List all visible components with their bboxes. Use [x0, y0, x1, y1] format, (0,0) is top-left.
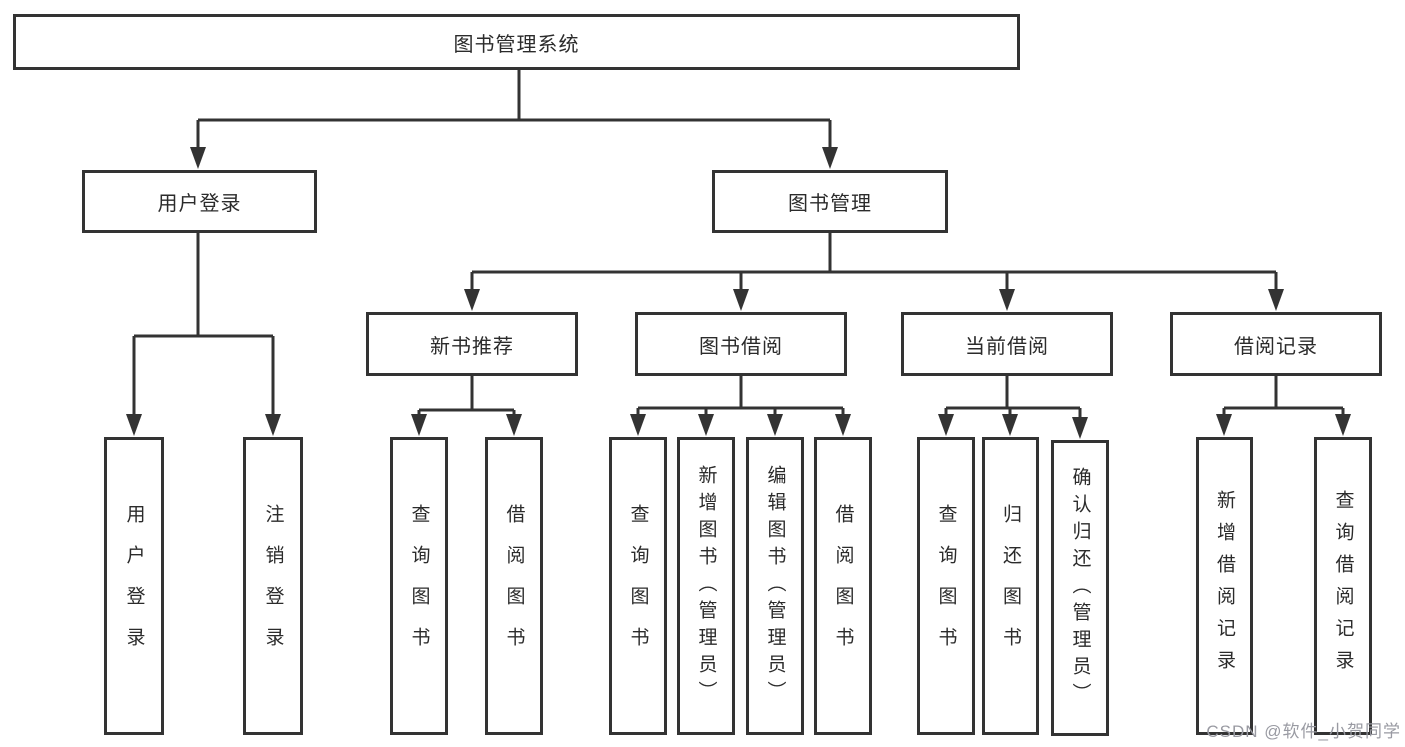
leaf-add-books-admin-label: 新增图书（管理员）: [695, 464, 717, 708]
node-book-management: 图书管理: [712, 170, 948, 233]
node-user-login-label: 用户登录: [157, 193, 242, 215]
leaf-add-borrow-record-label: 新增借阅记录: [1214, 490, 1235, 682]
leaf-query-books-3: 查询图书: [917, 437, 975, 735]
leaf-query-borrow-record-label: 查询借阅记录: [1332, 490, 1354, 682]
leaf-logout-label: 注销登录: [262, 504, 284, 668]
arrowhead-icons: [126, 147, 1351, 439]
leaf-return-books-label: 归还图书: [1000, 504, 1021, 668]
node-current-borrow: 当前借阅: [901, 312, 1113, 376]
leaf-confirm-return-admin: 确认归还（管理员）: [1051, 440, 1109, 736]
leaf-query-books-2-label: 查询图书: [627, 504, 649, 668]
leaf-return-books: 归还图书: [982, 437, 1039, 735]
leaf-borrow-books-1: 借阅图书: [485, 437, 543, 735]
leaf-confirm-return-admin-label: 确认归还（管理员）: [1069, 466, 1091, 710]
leaf-query-borrow-record: 查询借阅记录: [1314, 437, 1372, 735]
node-book-borrow: 图书借阅: [635, 312, 847, 376]
leaf-user-login: 用户登录: [104, 437, 164, 735]
node-current-borrow-label: 当前借阅: [965, 335, 1049, 358]
node-new-book-recommend: 新书推荐: [366, 312, 578, 376]
node-book-borrow-label: 图书借阅: [699, 335, 783, 358]
leaf-query-books-1-label: 查询图书: [408, 504, 430, 668]
node-user-login: 用户登录: [82, 170, 317, 233]
node-book-management-label: 图书管理: [788, 193, 872, 215]
node-borrow-records-label: 借阅记录: [1234, 335, 1318, 358]
leaf-logout: 注销登录: [243, 437, 303, 735]
leaf-user-login-label: 用户登录: [123, 504, 145, 668]
leaf-edit-books-admin: 编辑图书（管理员）: [746, 437, 804, 735]
leaf-borrow-books-2-label: 借阅图书: [832, 504, 854, 668]
leaf-borrow-books-1-label: 借阅图书: [503, 504, 525, 668]
leaf-query-books-2: 查询图书: [609, 437, 667, 735]
node-new-book-recommend-label: 新书推荐: [430, 335, 514, 358]
leaf-query-books-1: 查询图书: [390, 437, 448, 735]
leaf-query-books-3-label: 查询图书: [935, 504, 957, 668]
csdn-watermark: CSDN @软件_小贺同学: [1206, 722, 1401, 741]
leaf-add-books-admin: 新增图书（管理员）: [677, 437, 735, 735]
node-borrow-records: 借阅记录: [1170, 312, 1382, 376]
node-root-label: 图书管理系统: [453, 33, 580, 56]
leaf-edit-books-admin-label: 编辑图书（管理员）: [764, 464, 786, 708]
leaf-add-borrow-record: 新增借阅记录: [1196, 437, 1253, 735]
leaf-borrow-books-2: 借阅图书: [814, 437, 872, 735]
node-root: 图书管理系统: [13, 14, 1020, 70]
